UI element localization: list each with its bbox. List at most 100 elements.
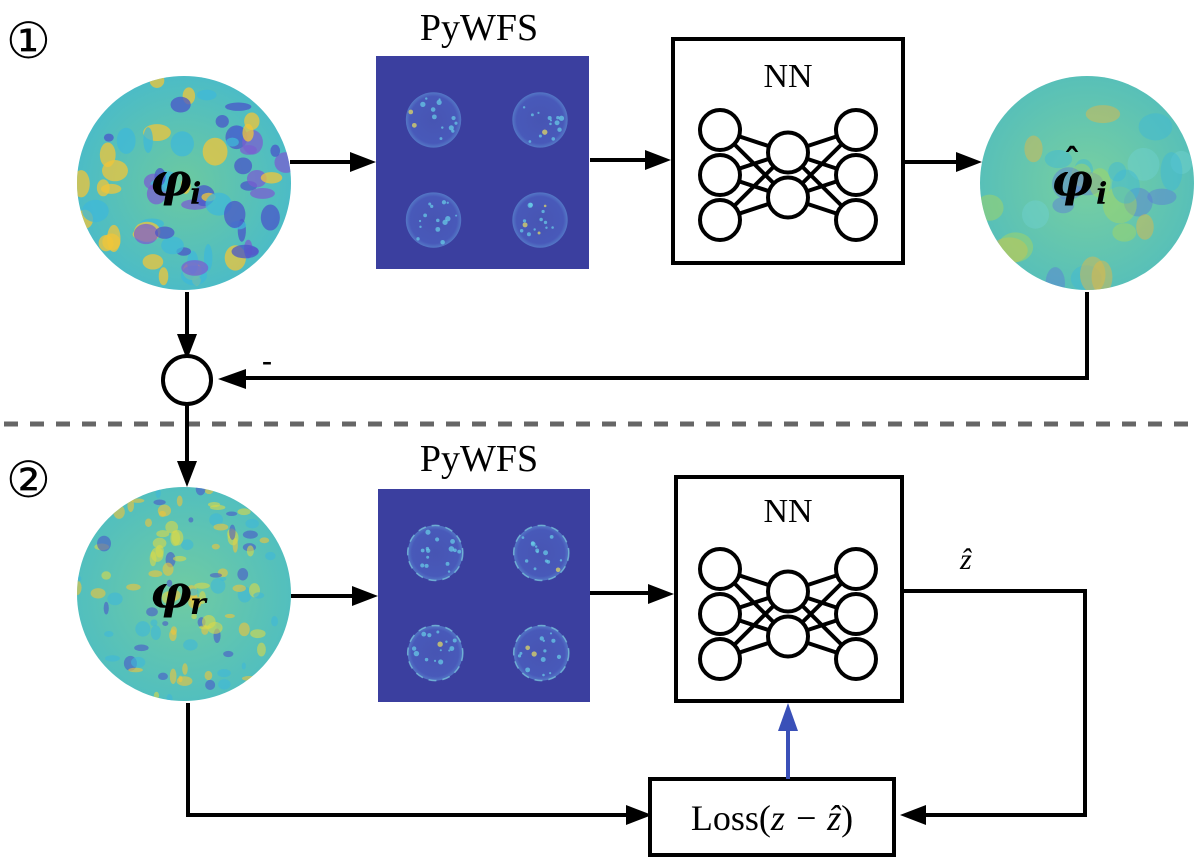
speckle [441,126,444,129]
phase-texture-blob [161,236,184,255]
nn-neuron [834,108,878,152]
phase-texture-blob [142,254,164,270]
phase-texture-blob [202,137,228,166]
speckle [543,649,547,653]
pupil-image [405,192,462,248]
phase-texture-blob [231,244,259,259]
stage-2-badge: ② [6,451,51,509]
speckle [530,113,534,117]
phase-texture-blob [1074,159,1094,183]
speckle [554,120,560,126]
phase-texture-blob [246,169,267,188]
phase-texture-blob [1108,161,1127,182]
speckle [541,209,545,214]
speckle [525,667,531,673]
speckle [549,632,553,635]
pupil-image [513,625,569,681]
phase-texture-blob [205,679,216,691]
summing-junction [161,354,213,406]
neural-network-icon [698,108,878,242]
speckle [449,646,455,651]
speckle [427,633,432,638]
phase-texture-blob [181,260,209,276]
speckle [448,125,454,131]
phase-texture-blob [162,621,169,626]
output-to-loss-line [904,589,1087,817]
phase-texture-blob [238,622,250,637]
speckle [450,539,455,544]
phase-texture-blob [99,142,116,168]
speckle [454,121,458,125]
phase-texture-blob [259,537,270,544]
phase-texture-blob [210,577,226,594]
phase-texture-blob [176,495,183,507]
speckle [528,140,532,143]
residual-phase-subscript: r [190,587,208,622]
nn-block-2: NN [674,475,904,703]
phase-texture-blob [271,615,279,627]
phase-texture-blob [126,583,141,591]
speckle [448,649,451,652]
phase-texture-blob [104,631,114,638]
phase-texture-blob [103,601,109,615]
speckle [420,563,425,568]
phase-texture-blob [98,234,114,252]
phase-texture-blob [1022,200,1050,229]
phase-texture-blob [82,199,109,223]
phase-texture-blob [131,498,145,503]
speckle [543,220,548,225]
phase-texture-blob [154,167,166,186]
phase-texture-blob [224,200,246,229]
feedback-line-estimate [232,292,1089,380]
speckle [537,111,540,114]
speckle [418,219,422,223]
pywfs-image-1 [376,56,589,269]
phase-texture-blob [242,123,254,142]
speckle [420,101,426,108]
speckle [542,639,546,643]
speckle [543,550,549,556]
nn-neuron [834,637,878,681]
speckle [411,646,417,651]
phase-texture-blob [188,517,194,523]
speckle [439,649,442,652]
speckle [455,214,458,217]
speckle [436,99,442,105]
estimated-phase-map [980,76,1194,290]
speckle [526,232,531,237]
phase-texture-blob [204,487,214,495]
speckle [537,231,541,235]
phase-texture-blob [241,662,246,670]
phase-texture-blob [169,629,177,642]
phase-texture-blob [153,499,166,506]
speckle [425,97,428,100]
speckle [533,228,536,231]
input-phase-map [77,76,291,290]
phase-texture-blob [1123,187,1153,217]
phase-texture-blob [188,595,202,609]
arrow-head [626,805,652,825]
phase-texture-blob [209,572,222,578]
arrow-head [218,369,246,389]
speckle [423,213,428,218]
phase-texture-blob [207,621,223,634]
phase-texture-blob [116,127,136,154]
phase-texture-blob [1085,105,1121,124]
speckle [426,555,430,559]
nn-neuron [698,198,742,242]
speckle [457,549,462,554]
phase-texture-blob [1138,113,1173,141]
phase-texture-blob [218,679,231,690]
speckle [528,202,533,208]
phase-texture-blob [176,676,193,686]
phase-texture-blob [274,152,291,173]
speckle [447,570,451,573]
nn-neuron [766,175,810,220]
phase-texture-blob [191,613,197,620]
phase-texture-blob [1147,188,1177,205]
speckle [420,548,425,553]
nn-title-2: NN [763,493,812,530]
phase-texture-blob [180,539,194,551]
phase-texture-blob [155,226,175,239]
speckle [535,548,540,553]
